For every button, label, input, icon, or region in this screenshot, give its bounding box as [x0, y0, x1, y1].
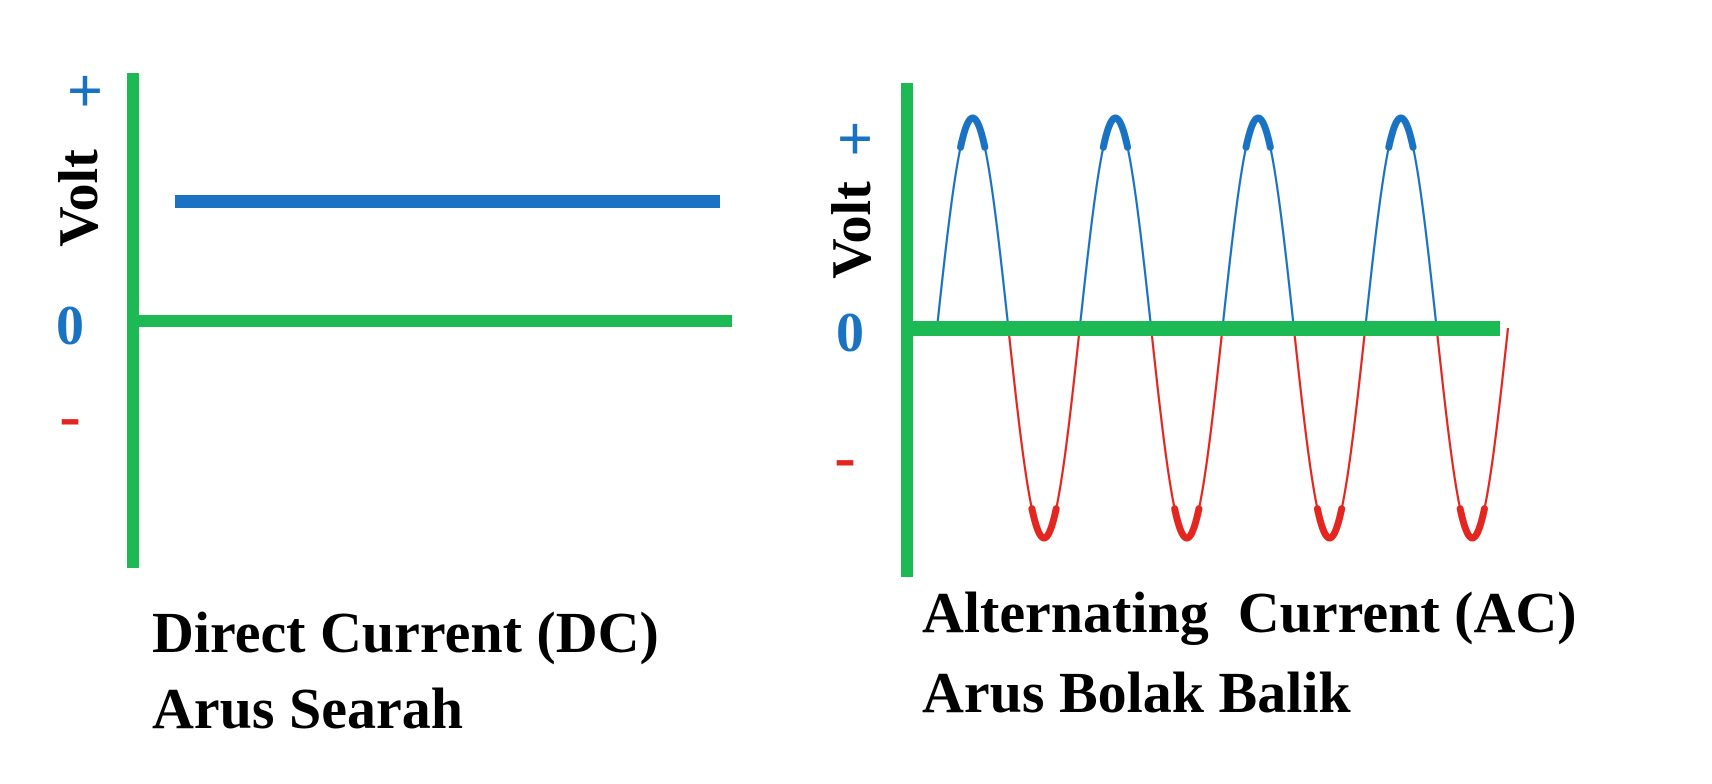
dc-minus-sign: -: [59, 380, 80, 451]
dc-panel: + Volt 0 - Direct Current (DC) Arus Sear…: [48, 55, 732, 741]
ac-sine-wave: [935, 114, 1510, 542]
ac-negative-half-wave: [1435, 327, 1510, 540]
ac-positive-peak: [957, 114, 989, 151]
ac-positive-half-wave: [1221, 116, 1295, 329]
dc-volt-axis-label: Volt: [48, 149, 110, 247]
ac-positive-peak: [1385, 114, 1417, 151]
dc-zero-label: 0: [56, 295, 84, 357]
ac-positive-half-wave: [1078, 116, 1153, 329]
ac-negative-peak: [1313, 505, 1346, 542]
ac-negative-peak: [1171, 505, 1203, 542]
ac-positive-peak: [1099, 114, 1132, 151]
ac-negative-half-wave: [1292, 327, 1367, 540]
dc-caption-title: Direct Current (DC): [152, 600, 659, 665]
ac-plus-sign: +: [837, 103, 873, 174]
ac-vertical-axis: [901, 83, 913, 577]
ac-positive-half-wave: [1364, 116, 1438, 329]
ac-negative-peak: [1028, 505, 1060, 542]
ac-negative-half-wave: [1007, 327, 1081, 540]
dc-voltage-level-line: [175, 195, 720, 208]
ac-minus-sign: -: [834, 421, 855, 492]
dc-caption-subtitle: Arus Searah: [152, 676, 463, 741]
ac-negative-half-wave: [1150, 327, 1224, 540]
ac-zero-axis: [913, 321, 1500, 336]
ac-zero-label: 0: [836, 302, 864, 364]
dc-zero-axis: [127, 315, 732, 327]
ac-positive-peak: [1242, 114, 1274, 151]
ac-positive-half-wave: [935, 116, 1010, 329]
dc-plus-sign: +: [67, 55, 103, 126]
ac-caption-title: Alternating Current (AC): [922, 580, 1577, 645]
ac-volt-axis-label: Volt: [821, 181, 883, 279]
ac-negative-peak: [1456, 505, 1488, 542]
ac-panel: + Volt 0 - Alternating Current (AC) Arus…: [821, 83, 1577, 725]
ac-caption-subtitle: Arus Bolak Balik: [922, 660, 1351, 725]
